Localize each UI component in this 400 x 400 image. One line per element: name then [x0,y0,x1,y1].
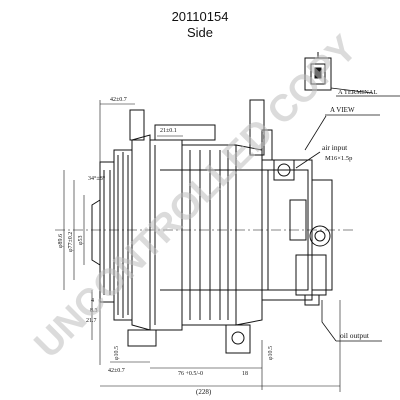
air-input-label: air input [322,143,348,152]
dim-top-mid: 21±0.1 [160,128,177,134]
part-number-title: 20110154 [171,9,229,24]
dim-8-3: 8.3 [90,308,98,314]
dimension-lines [63,100,341,392]
dim-bottom-42: 42±0.7 [108,368,125,374]
uncontrolled-copy-watermark: UNCONTROLLED COPY [27,28,366,367]
dim-dia-89: φ89.6 [58,234,64,248]
terminal-connector-inset [304,52,332,91]
air-input-thread: M16×1.5p [325,155,352,162]
dim-dia-10-5-left: φ10.5 [114,346,120,360]
dim-dia-77: φ77±0.2 [68,232,74,252]
oil-output-label: oil output [340,331,370,340]
dim-dia-10-5-right: φ10.5 [268,346,274,360]
terminal-label: A TERMINAL [338,89,377,96]
dim-overall: (228) [196,388,212,396]
a-view-label: A VIEW [330,106,355,114]
dim-bottom-76: 76 +0.5/-0 [178,371,203,377]
dim-bottom-18: 18 [242,371,248,377]
dim-4: 4 [91,298,94,304]
alternator-body [91,99,333,354]
dim-dia-53: φ53 [78,236,84,245]
dim-top-left: 42±0.7 [110,97,127,103]
view-name-title: Side [186,25,214,40]
dim-angle: 34°±8° [88,175,106,182]
oil-output-leader [321,300,337,342]
dim-21-7: 21.7 [86,318,97,324]
terminal-leader [330,87,373,94]
a-view-arrow [304,115,327,151]
